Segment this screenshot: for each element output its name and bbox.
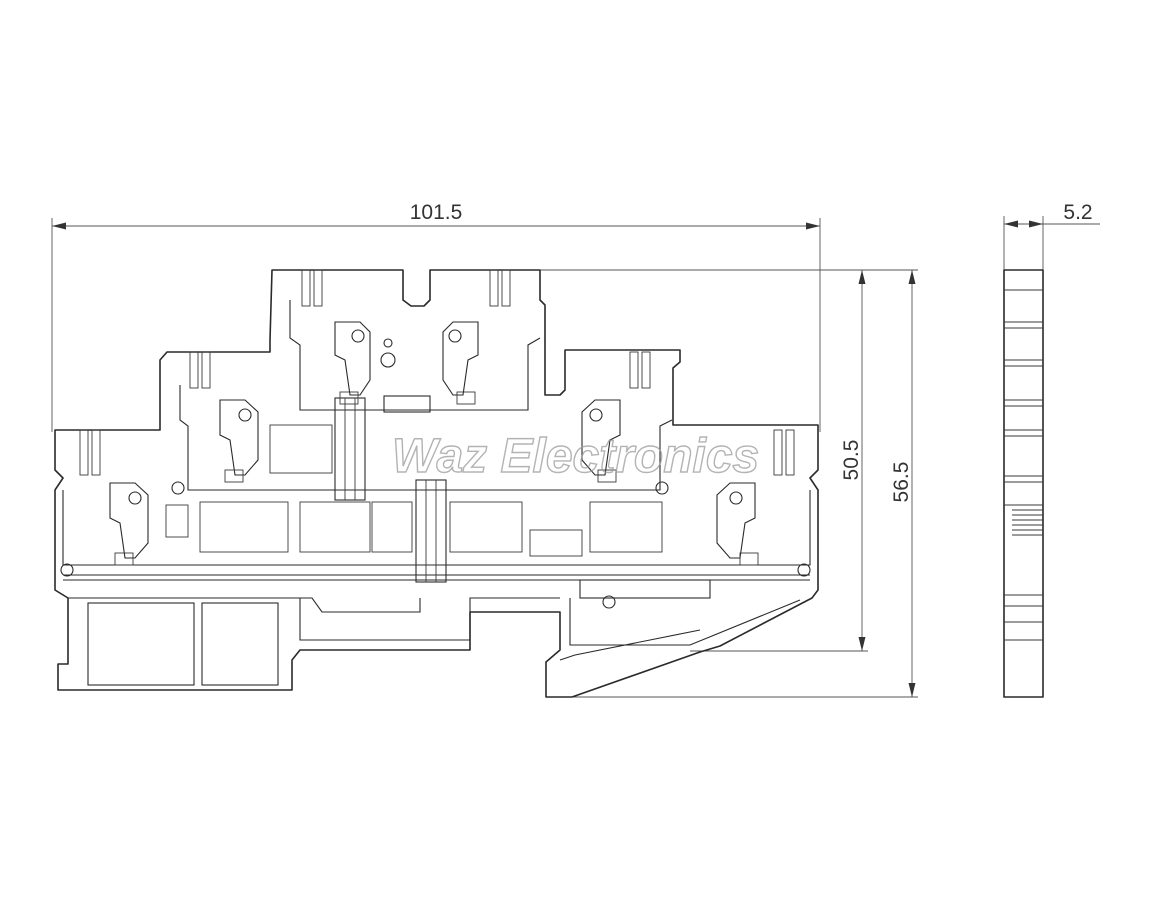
- terminal-block-front-view: [54, 269, 819, 698]
- dimension-width: 101.5: [51, 201, 821, 432]
- dimension-width-label: 101.5: [410, 201, 463, 224]
- dimension-height-overall-label: 56.5: [890, 462, 913, 503]
- dimension-height-inner-label: 50.5: [840, 440, 863, 481]
- terminal-block-side-view: [1003, 269, 1044, 698]
- dimension-height-overall: 56.5: [570, 269, 918, 698]
- watermark: Waz Electronics: [392, 430, 759, 483]
- dimension-height-inner: 50.5: [540, 269, 868, 652]
- dimension-thickness-label: 5.2: [1063, 201, 1092, 224]
- dimension-thickness: 5.2: [1003, 201, 1100, 270]
